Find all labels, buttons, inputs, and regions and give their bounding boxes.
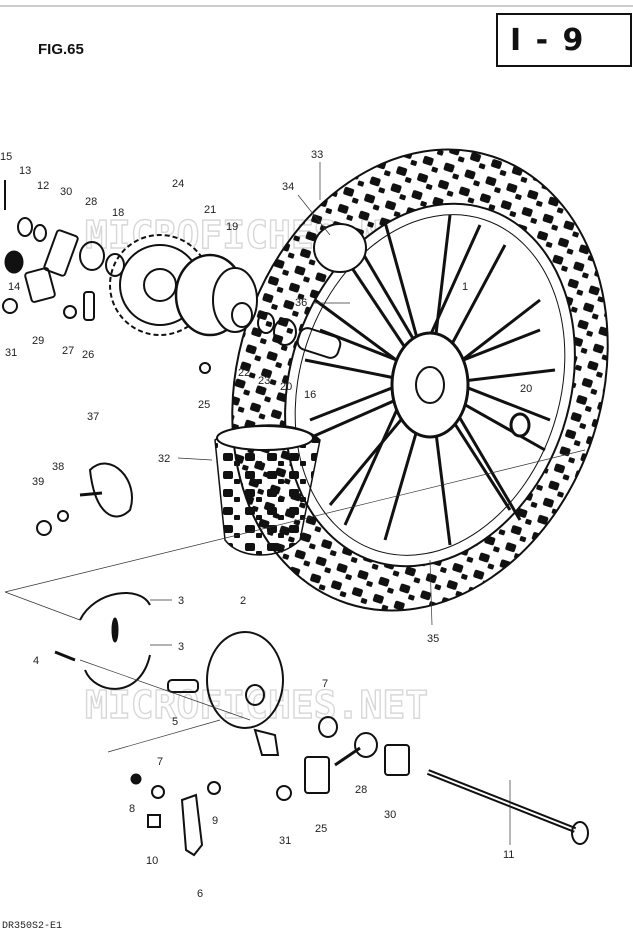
section-code: I - 9 (510, 23, 585, 58)
brake-cover-37 (79, 462, 133, 518)
callout-7-right: 7 (322, 678, 328, 690)
callout-24: 24 (172, 178, 184, 190)
leader-lines (4, 162, 586, 845)
callout-34: 34 (282, 181, 294, 193)
callout-3-lower: 3 (178, 641, 184, 653)
axle-11 (426, 769, 589, 845)
callout-16: 16 (304, 389, 316, 401)
callout-36: 36 (295, 297, 307, 309)
callout-30: 30 (60, 186, 72, 198)
callout-33: 33 (311, 149, 323, 161)
callout-10: 10 (146, 855, 158, 867)
callout-7-left: 7 (157, 756, 163, 768)
rim-band-34 (313, 223, 367, 273)
callout-27: 27 (62, 345, 74, 357)
callout-14: 14 (8, 281, 20, 293)
callout-31: 31 (5, 347, 17, 359)
callout-15: 15 (0, 151, 12, 163)
callout-21: 21 (204, 204, 216, 216)
brake-cam-5 (167, 679, 199, 693)
small-parts-bottom (130, 716, 410, 857)
callout-1: 1 (462, 281, 468, 293)
callout-13: 13 (19, 165, 31, 177)
callout-38: 38 (52, 461, 64, 473)
callout-2: 2 (240, 595, 246, 607)
callout-30-bottom: 30 (384, 809, 396, 821)
small-parts-left (2, 180, 211, 374)
callout-5: 5 (172, 716, 178, 728)
drawing-code: DR350S2-E1 (2, 921, 62, 930)
callout-25-bottom: 25 (315, 823, 327, 835)
callout-25: 25 (198, 399, 210, 411)
washer-38 (57, 510, 69, 522)
callout-3-upper: 3 (178, 595, 184, 607)
callout-labels: 15 13 12 30 28 18 24 21 19 34 33 14 31 2… (0, 149, 532, 900)
spring-4 (54, 650, 76, 662)
figure-label: FIG.65 (38, 41, 84, 58)
callout-11: 11 (503, 849, 514, 861)
callout-12: 12 (37, 180, 49, 192)
rear-wheel-assembly (231, 148, 609, 612)
callout-4: 4 (33, 655, 39, 667)
callout-35: 35 (427, 633, 439, 645)
spacer-16 (296, 327, 342, 359)
section-code-box: I - 9 (496, 13, 632, 67)
callout-26: 26 (82, 349, 94, 361)
bearing-20 (509, 412, 531, 438)
callout-20: 20 (280, 381, 292, 393)
callout-28: 28 (85, 196, 97, 208)
callout-31-bottom: 31 (279, 835, 291, 847)
tire-tube-assembly (214, 424, 321, 556)
callout-37: 37 (87, 411, 99, 423)
brake-shoes-3 (79, 592, 151, 690)
seal-23 (273, 318, 297, 346)
callout-6: 6 (197, 888, 203, 900)
callout-8: 8 (129, 803, 135, 815)
callout-20-right: 20 (520, 383, 532, 395)
callout-39: 39 (32, 476, 44, 488)
nut-39 (36, 520, 52, 536)
bearing-22 (257, 312, 275, 334)
callout-22: 22 (238, 367, 250, 379)
callout-23: 23 (258, 375, 270, 387)
callout-32: 32 (158, 453, 170, 465)
brake-panel-2 (206, 631, 284, 756)
callout-29: 29 (32, 335, 44, 347)
hub-drum-21 (174, 253, 258, 337)
callout-18: 18 (112, 207, 124, 219)
callout-19: 19 (226, 221, 238, 233)
callout-9: 9 (212, 815, 218, 827)
callout-28-bottom: 28 (355, 784, 367, 796)
